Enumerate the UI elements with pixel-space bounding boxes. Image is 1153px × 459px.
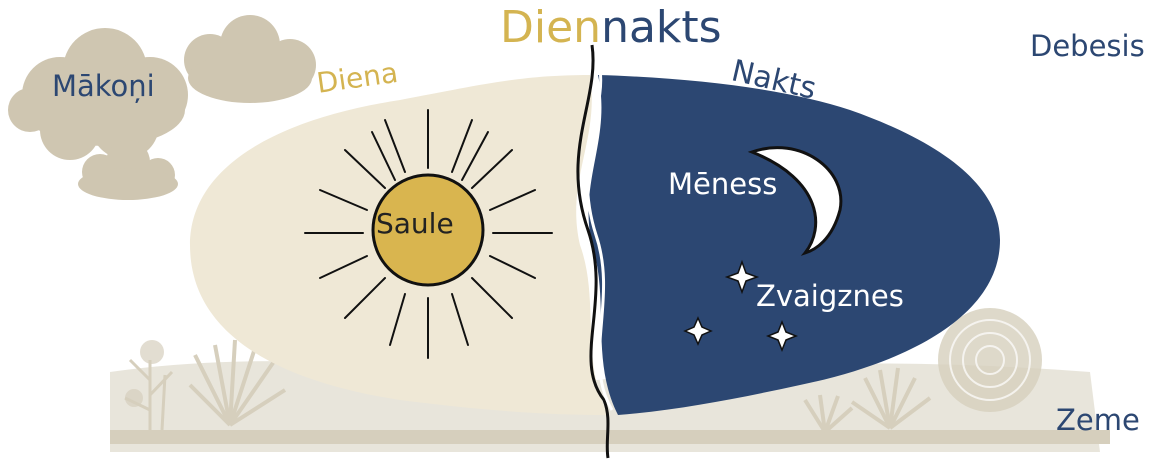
clouds-illustration — [8, 15, 316, 200]
star-icon — [765, 319, 799, 353]
sun-disc — [371, 173, 485, 287]
sun-rays — [304, 109, 553, 359]
diagram-title: Diennakts — [500, 6, 722, 50]
title-day-part: Dien — [500, 2, 602, 53]
star-icon — [724, 259, 760, 295]
flower-ball — [938, 308, 1042, 412]
title-night-part: nakts — [601, 2, 722, 53]
cloud-small — [78, 140, 178, 200]
grass-tuft-2 — [850, 367, 932, 430]
sky-label: Debesis — [1030, 29, 1145, 63]
star-icon — [683, 316, 713, 346]
grass-tuft-1 — [188, 339, 287, 427]
sun-label: Saule — [376, 207, 454, 240]
divider-highlight — [585, 69, 614, 411]
flower-ball-texture — [949, 319, 1031, 401]
grass-tuft-3 — [803, 394, 854, 434]
stars-label: Zvaigznes — [756, 279, 904, 313]
moon-label: Mēness — [668, 167, 778, 201]
star-icons — [683, 259, 799, 353]
crescent-moon-icon — [747, 146, 843, 256]
cloud-large — [8, 28, 188, 160]
earth-label: Zeme — [1056, 403, 1140, 437]
cloud-medium — [184, 15, 316, 103]
divider-line — [576, 44, 610, 459]
clouds-label: Mākoņi — [52, 69, 155, 103]
